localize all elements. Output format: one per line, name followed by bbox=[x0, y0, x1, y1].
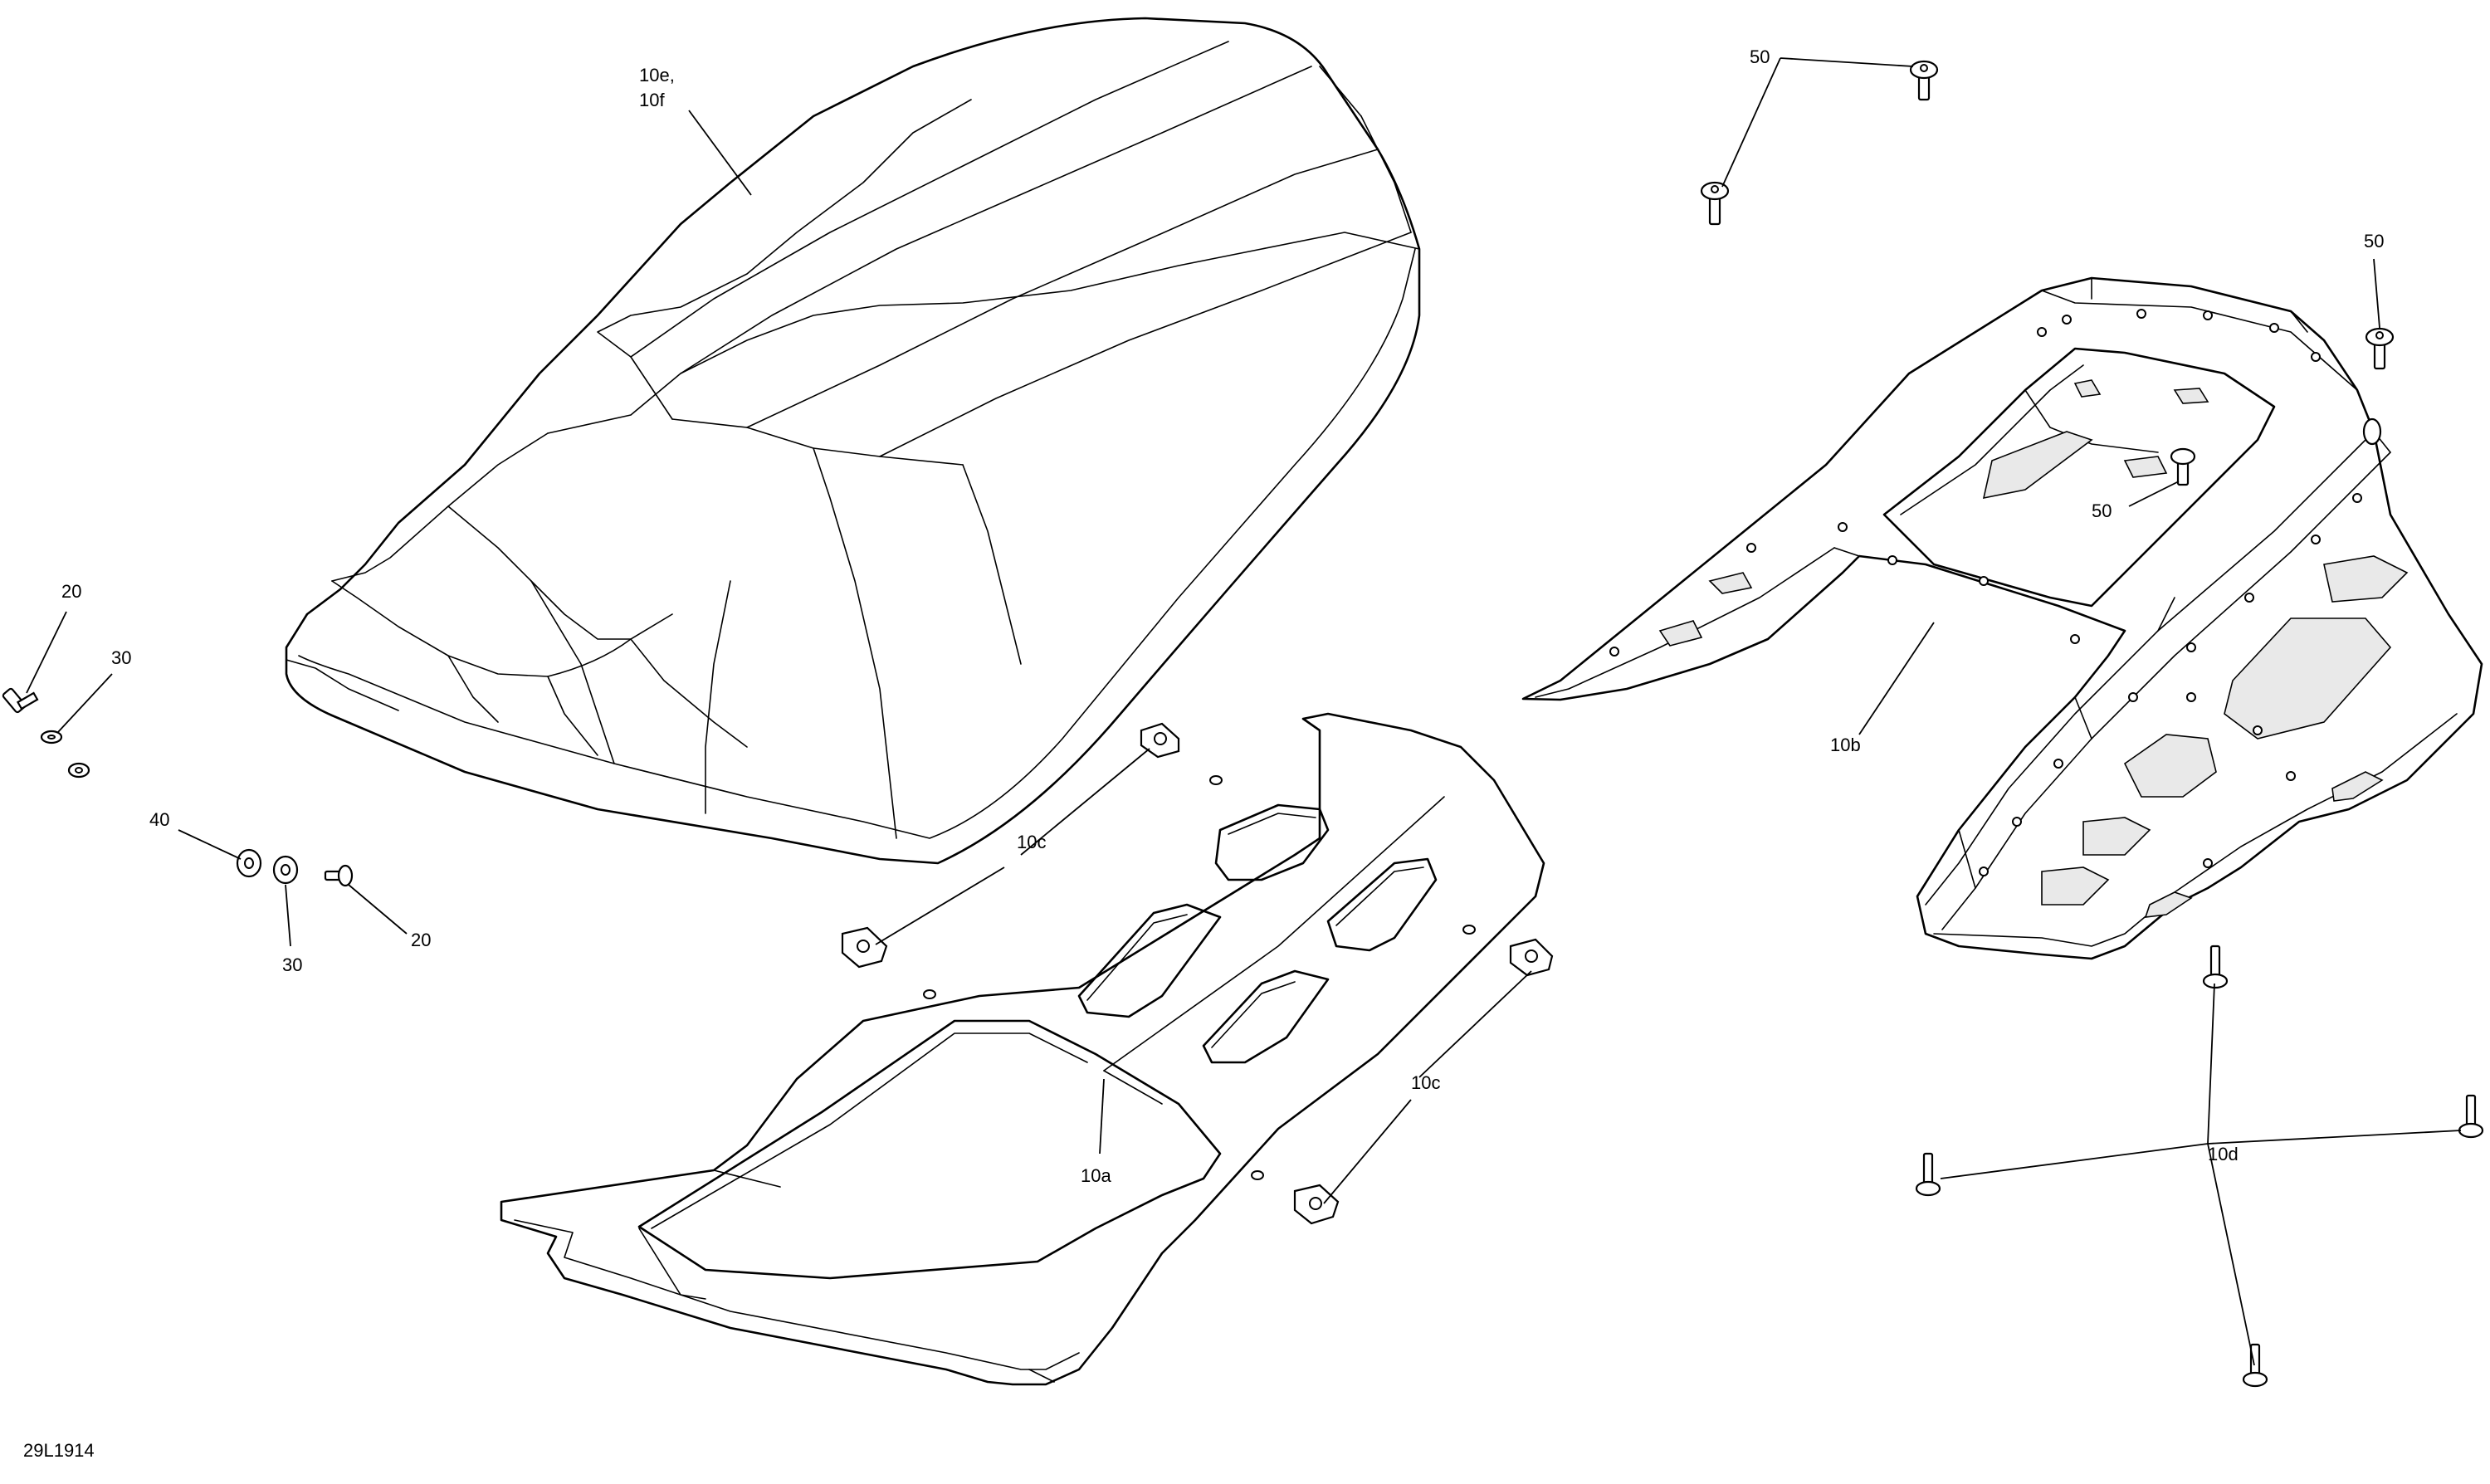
callout-screw-right: 20 bbox=[411, 930, 431, 950]
speed-nut-clip bbox=[1509, 938, 1554, 977]
callout-washer-lower: 30 bbox=[282, 954, 302, 975]
callout-bolt-inner: 50 bbox=[2092, 500, 2112, 521]
leader-lines bbox=[26, 57, 2462, 1366]
callout-clip-right: 10c bbox=[1411, 1072, 1440, 1093]
callout-washer-40: 40 bbox=[149, 809, 169, 830]
base-hole bbox=[1251, 1170, 1264, 1180]
callout-clip-top: 10c bbox=[1017, 832, 1046, 852]
base-window-2 bbox=[1326, 857, 1438, 952]
bracket-holes bbox=[1609, 309, 2362, 876]
seat-base-plate bbox=[500, 712, 1545, 1386]
screw-left bbox=[2, 687, 39, 714]
bolt-top-right bbox=[1909, 60, 1939, 101]
callout-washer-left: 30 bbox=[111, 647, 131, 668]
bracket-knob bbox=[2362, 417, 2382, 446]
callout-seat-cover-line2: 10f bbox=[639, 90, 665, 110]
base-window-1 bbox=[1214, 803, 1330, 881]
speed-nut-clip bbox=[1140, 722, 1180, 759]
base-hole bbox=[1462, 925, 1476, 935]
rivet-top bbox=[2202, 945, 2229, 989]
speed-nut-clip bbox=[841, 926, 888, 969]
rivet-right bbox=[2458, 1094, 2484, 1139]
figure-code: 29L1914 bbox=[23, 1440, 95, 1461]
callout-seat-cover-line1: 10e, bbox=[639, 65, 675, 85]
callout-screw-left: 20 bbox=[61, 581, 81, 602]
bolt-inner bbox=[2170, 447, 2196, 486]
base-window-4 bbox=[1202, 969, 1330, 1064]
callout-bracket: 10b bbox=[1830, 735, 1861, 755]
rivet-left bbox=[1915, 1152, 1941, 1197]
base-window-3 bbox=[1077, 903, 1222, 1018]
callout-rivet: 10d bbox=[2208, 1144, 2239, 1164]
callout-bolt-right: 50 bbox=[2364, 231, 2384, 251]
bolt-top-left bbox=[1700, 181, 1730, 226]
callout-bolt-top: 50 bbox=[1750, 46, 1770, 67]
rivet-bottom bbox=[2242, 1343, 2268, 1388]
base-hole bbox=[1209, 775, 1223, 785]
base-hole bbox=[923, 989, 936, 999]
bolt-right bbox=[2365, 327, 2395, 370]
speed-nut-clip bbox=[1293, 1184, 1340, 1225]
seat-cushion bbox=[285, 17, 1421, 865]
seat-support-bracket bbox=[1521, 276, 2483, 960]
screw-right bbox=[324, 864, 354, 887]
callout-base: 10a bbox=[1081, 1165, 1111, 1186]
